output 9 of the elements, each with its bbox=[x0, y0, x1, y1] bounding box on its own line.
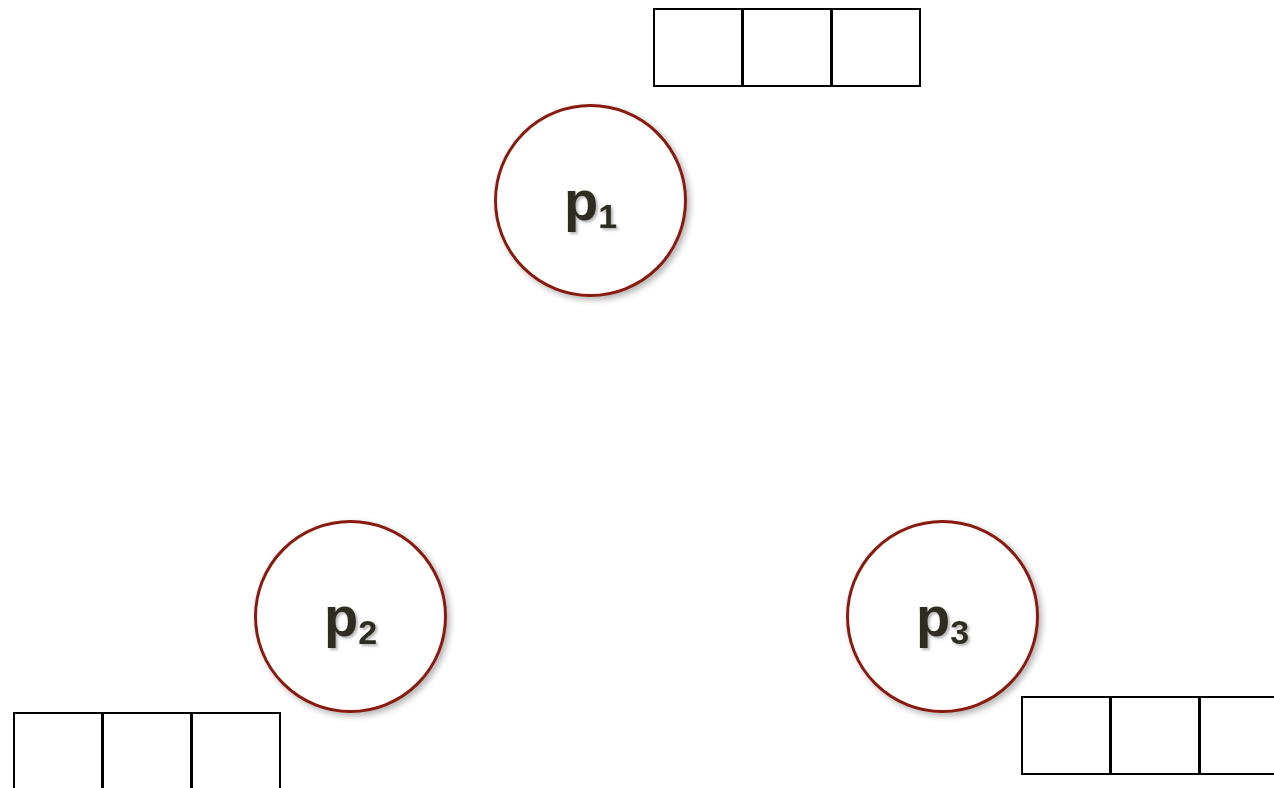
array-cell bbox=[653, 8, 743, 87]
array-cell bbox=[742, 8, 832, 87]
array-cell bbox=[191, 712, 281, 788]
array-cell bbox=[13, 712, 103, 788]
array-cell bbox=[1110, 696, 1200, 775]
array-cell bbox=[102, 712, 192, 788]
array-cell bbox=[1021, 696, 1111, 775]
array-cell bbox=[831, 8, 921, 87]
array-cell bbox=[1199, 696, 1274, 775]
